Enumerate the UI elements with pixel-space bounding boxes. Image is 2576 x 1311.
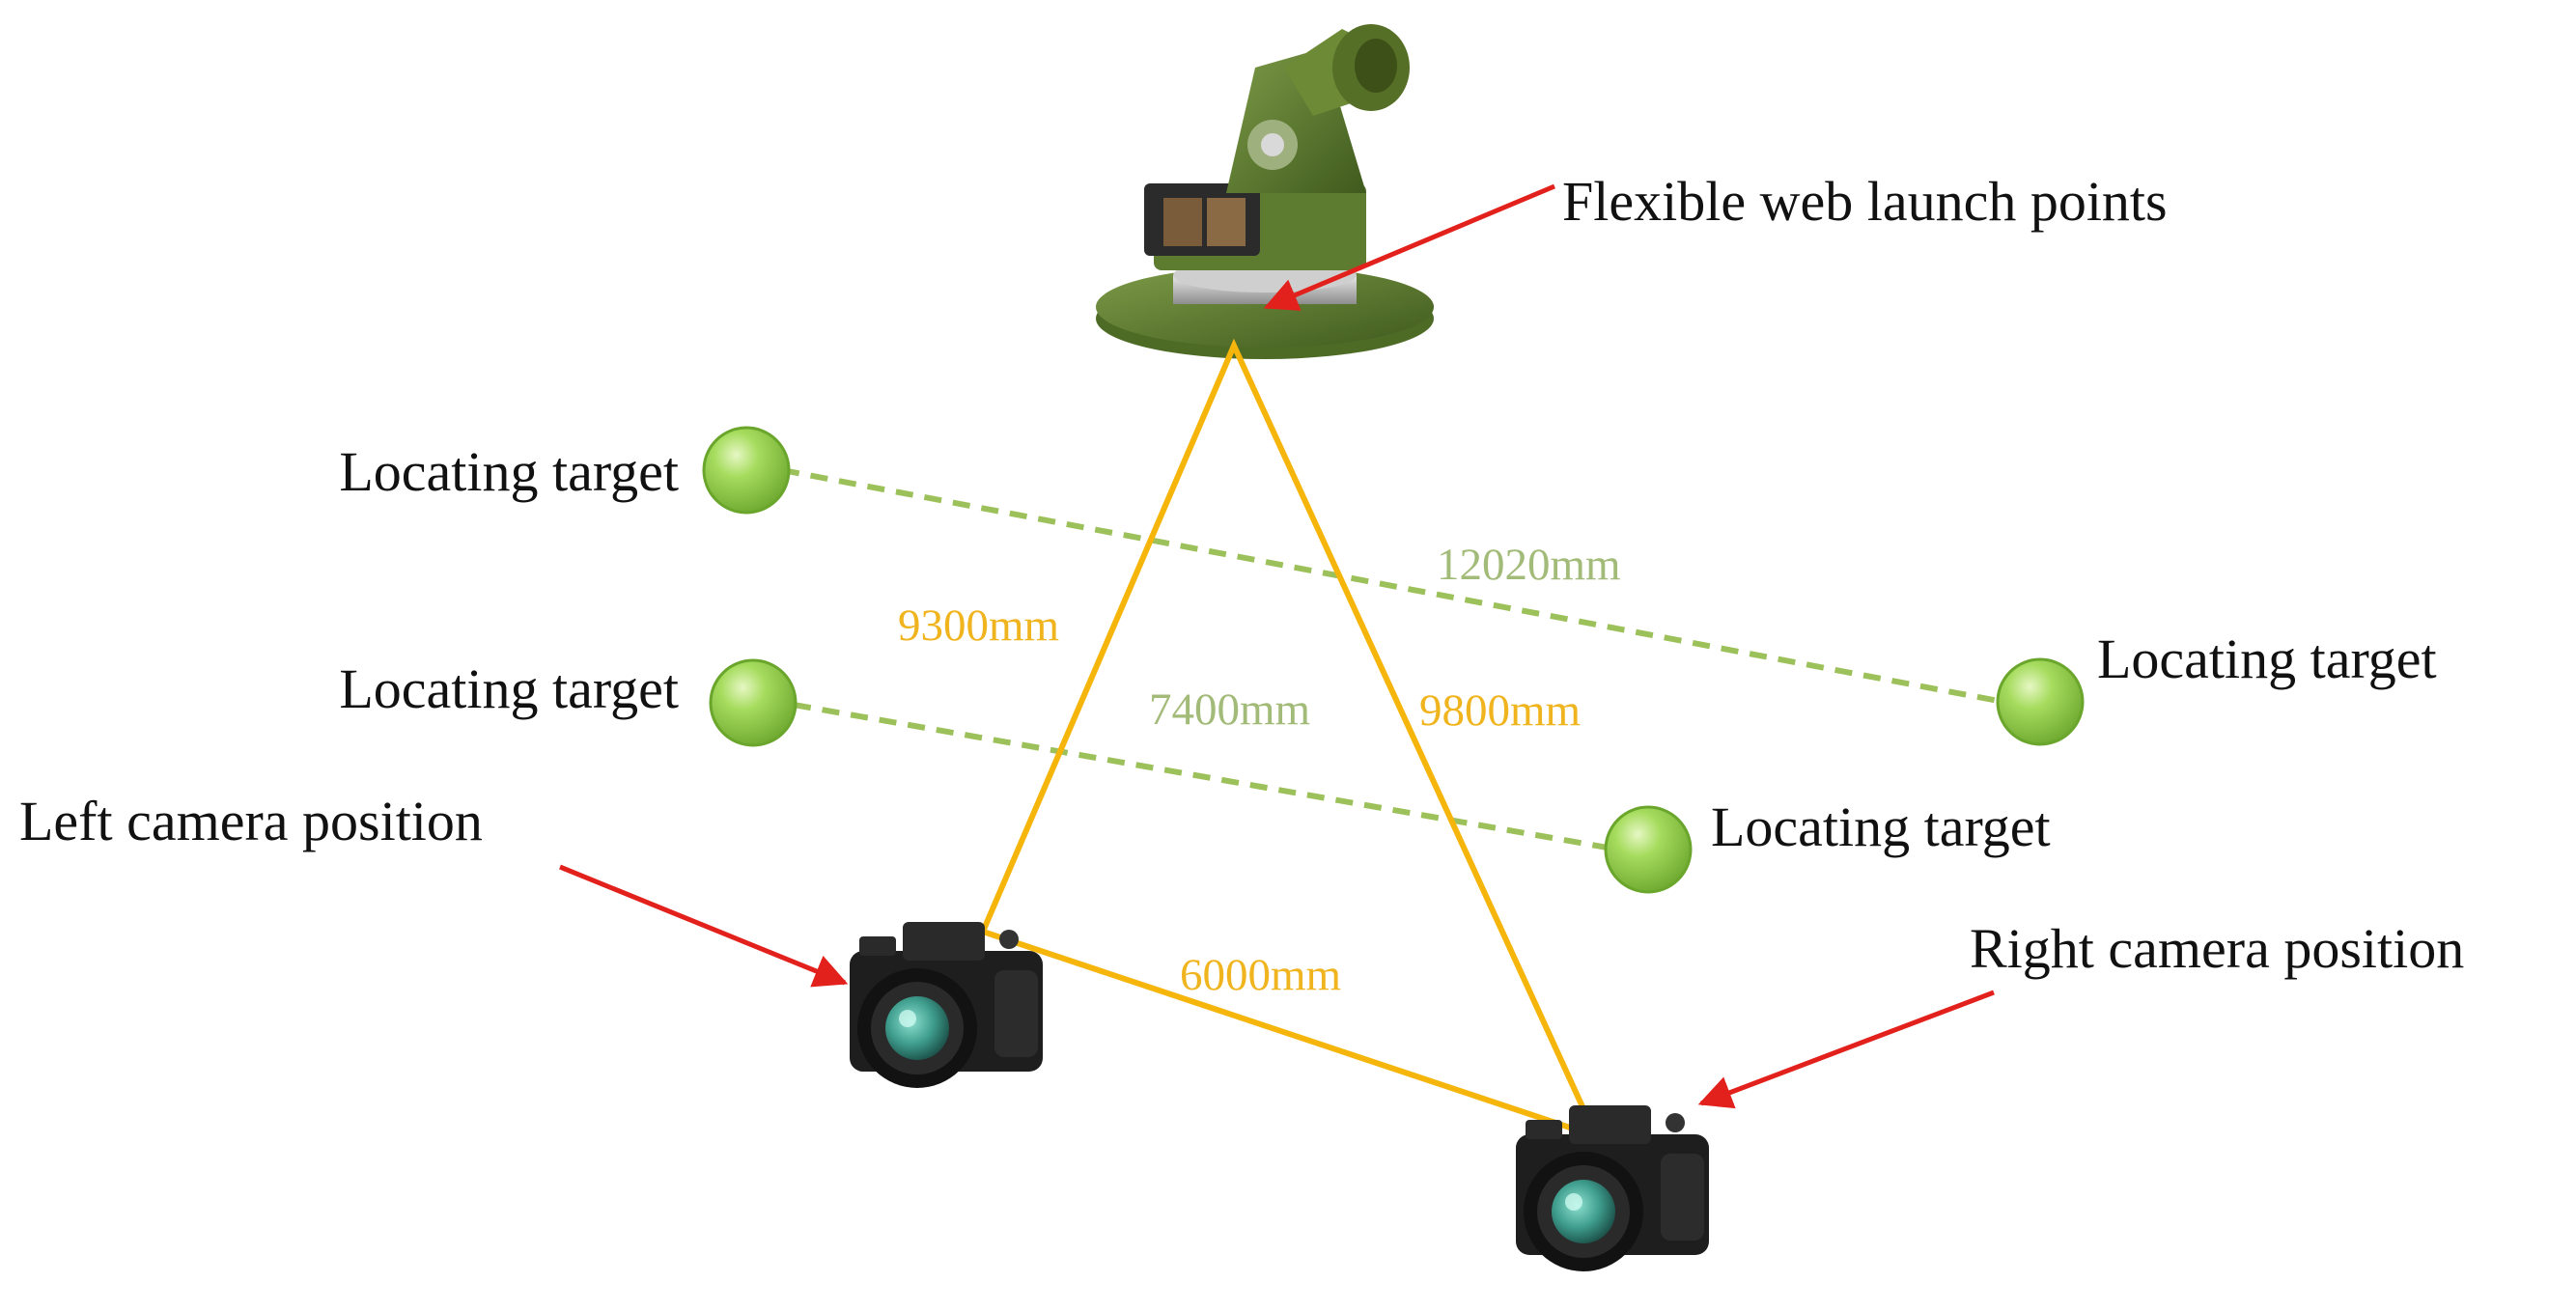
launcher-icon <box>1096 24 1434 359</box>
right-camera-label: Right camera position <box>1970 917 2464 980</box>
target-sphere-right-lower <box>1604 805 1693 894</box>
launcher-pointer-arrow <box>1263 183 1555 311</box>
baseline-triangle <box>978 338 1602 1142</box>
target-label-right-upper: Locating target <box>2097 628 2437 690</box>
dimension-lower-target-span: 7400mm <box>1149 684 1310 735</box>
lower-target-dashed-line <box>793 702 1609 851</box>
upper-target-dashed-line <box>781 467 2004 705</box>
left-camera-icon <box>850 922 1043 1088</box>
dimension-launcher-left-camera: 9300mm <box>898 600 1059 651</box>
target-sphere-right-upper <box>1996 657 2085 746</box>
target-sphere-mid-left <box>709 658 798 747</box>
target-label-mid-left: Locating target <box>339 657 679 720</box>
target-sphere-top-left <box>702 426 791 515</box>
left-camera-pointer-arrow <box>559 864 849 988</box>
right-camera-pointer-arrow <box>1697 990 1995 1109</box>
dimension-launcher-right-camera: 9800mm <box>1419 685 1581 736</box>
dimension-camera-baseline: 6000mm <box>1180 950 1341 1000</box>
target-label-right-lower: Locating target <box>1711 795 2051 858</box>
dimension-upper-target-span: 12020mm <box>1437 540 1621 590</box>
launcher-label: Flexible web launch points <box>1562 170 2168 233</box>
target-label-top-left: Locating target <box>339 440 679 503</box>
right-camera-icon <box>1516 1105 1709 1271</box>
left-camera-label: Left camera position <box>19 790 483 852</box>
